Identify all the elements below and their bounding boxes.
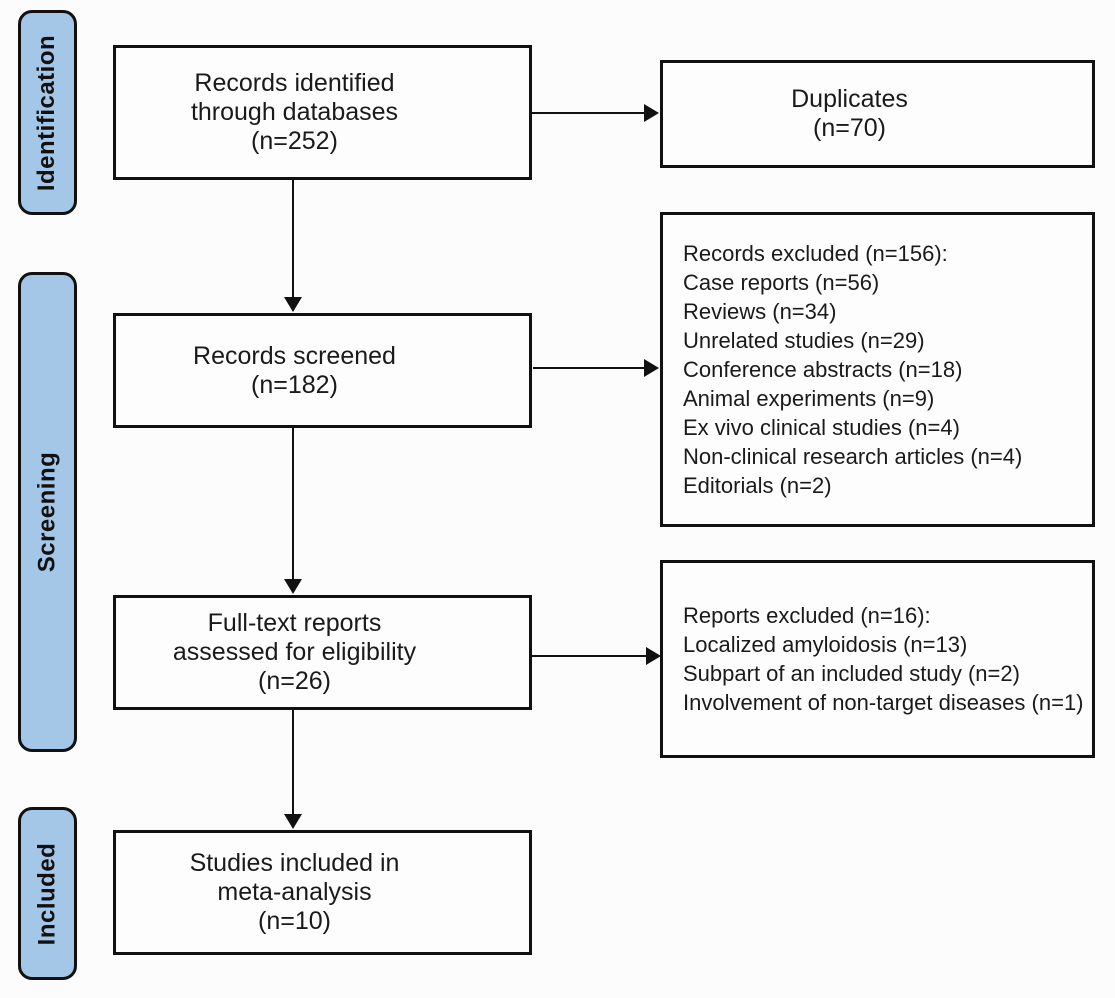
arrow-line <box>292 180 294 298</box>
stage-label-text: Included <box>33 842 61 945</box>
box-text: Records screened (n=182) <box>193 341 396 399</box>
arrow-line <box>532 112 646 114</box>
stage-label-text: Identification <box>33 34 61 191</box>
box-studies-included: Studies included in meta-analysis (n=10) <box>113 830 532 955</box>
arrowhead-down-icon <box>284 297 302 312</box>
arrowhead-right-icon <box>644 104 659 122</box>
box-records-identified: Records identified through databases (n=… <box>113 45 532 180</box>
stage-label-included: Included <box>18 807 77 980</box>
arrowhead-down-icon <box>284 814 302 829</box>
arrow-line <box>532 655 647 657</box>
box-text: Duplicates (n=70) <box>791 85 908 142</box>
box-records-screened: Records screened (n=182) <box>113 313 532 428</box>
box-records-excluded: Records excluded (n=156): Case reports (… <box>660 212 1095 527</box>
arrow-line <box>533 367 646 369</box>
box-text: Records excluded (n=156): Case reports (… <box>683 241 1023 498</box>
box-text: Full-text reports assessed for eligibili… <box>172 609 417 695</box>
box-text: Records identified through databases (n=… <box>190 69 399 155</box>
box-duplicates: Duplicates (n=70) <box>660 60 1095 168</box>
stage-label-identification: Identification <box>18 10 77 215</box>
box-fulltext-assessed: Full-text reports assessed for eligibili… <box>113 595 532 710</box>
arrow-line <box>292 428 294 581</box>
arrowhead-right-icon <box>646 647 661 665</box>
box-text: Reports excluded (n=16): Localized amylo… <box>683 603 1084 715</box>
stage-label-screening: Screening <box>18 272 77 752</box>
arrow-line <box>292 710 294 816</box>
arrowhead-right-icon <box>644 359 659 377</box>
stage-label-text: Screening <box>33 451 61 573</box>
arrowhead-down-icon <box>284 579 302 594</box>
box-text: Studies included in meta-analysis (n=10) <box>189 849 400 935</box>
box-reports-excluded: Reports excluded (n=16): Localized amylo… <box>660 560 1095 758</box>
